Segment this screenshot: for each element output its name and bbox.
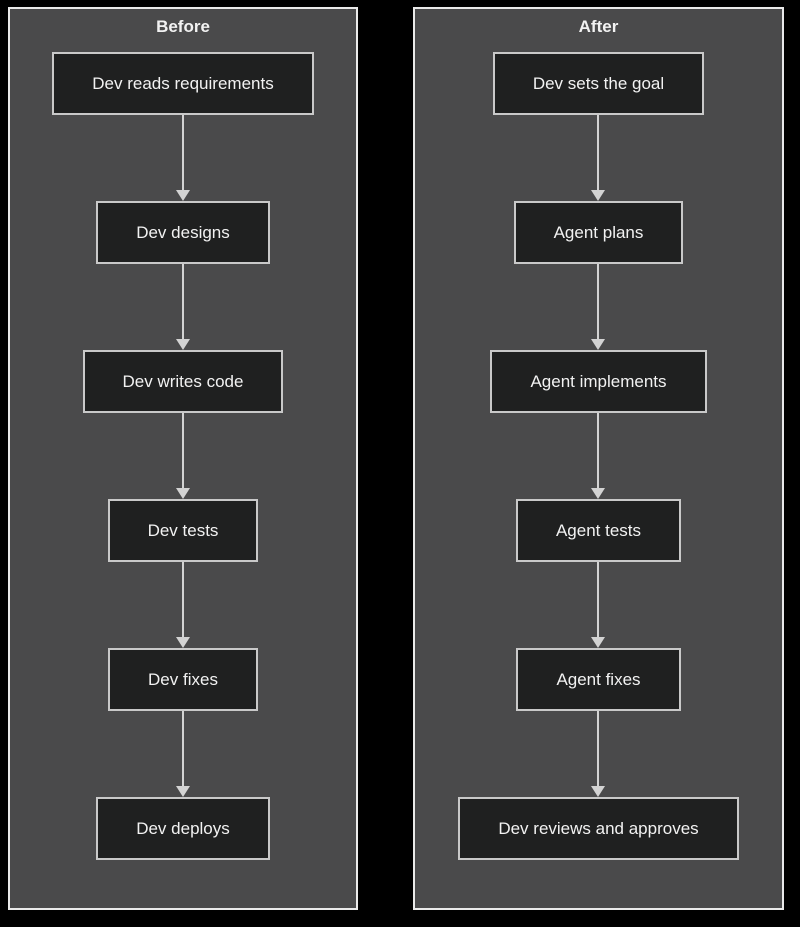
flow-node-dev-fixes: Dev fixes [108,648,258,711]
panel-title-before: Before [156,17,210,36]
flow-node-dev-reviews-and-approves: Dev reviews and approves [458,797,739,860]
flow-node-dev-writes-code: Dev writes code [82,350,284,413]
panel-title-after: After [578,17,619,36]
flow-after: Dev sets the goal Agent plans Agent impl… [458,52,739,860]
arrow-down-icon [591,413,606,499]
arrow-down-icon [591,562,606,648]
panel-before: Before Dev reads requirements Dev design… [8,7,358,910]
arrow-down-icon [175,711,190,797]
arrow-down-icon [591,711,606,797]
panel-after: After Dev sets the goal Agent plans Agen… [413,7,784,910]
flow-node-agent-implements: Agent implements [490,350,707,413]
arrow-down-icon [175,562,190,648]
arrow-down-icon [175,264,190,350]
flow-node-agent-fixes: Agent fixes [516,648,681,711]
flow-node-agent-plans: Agent plans [513,201,684,264]
flow-before: Dev reads requirements Dev designs Dev w… [52,52,314,860]
flow-node-agent-tests: Agent tests [515,499,682,562]
flow-node-dev-designs: Dev designs [96,201,270,264]
flow-node-dev-deploys: Dev deploys [96,797,270,860]
arrow-down-icon [591,115,606,201]
flow-node-dev-sets-the-goal: Dev sets the goal [492,52,705,115]
arrow-down-icon [175,413,190,499]
flow-node-dev-reads-requirements: Dev reads requirements [52,52,314,115]
flow-node-dev-tests: Dev tests [107,499,259,562]
arrow-down-icon [175,115,190,201]
arrow-down-icon [591,264,606,350]
